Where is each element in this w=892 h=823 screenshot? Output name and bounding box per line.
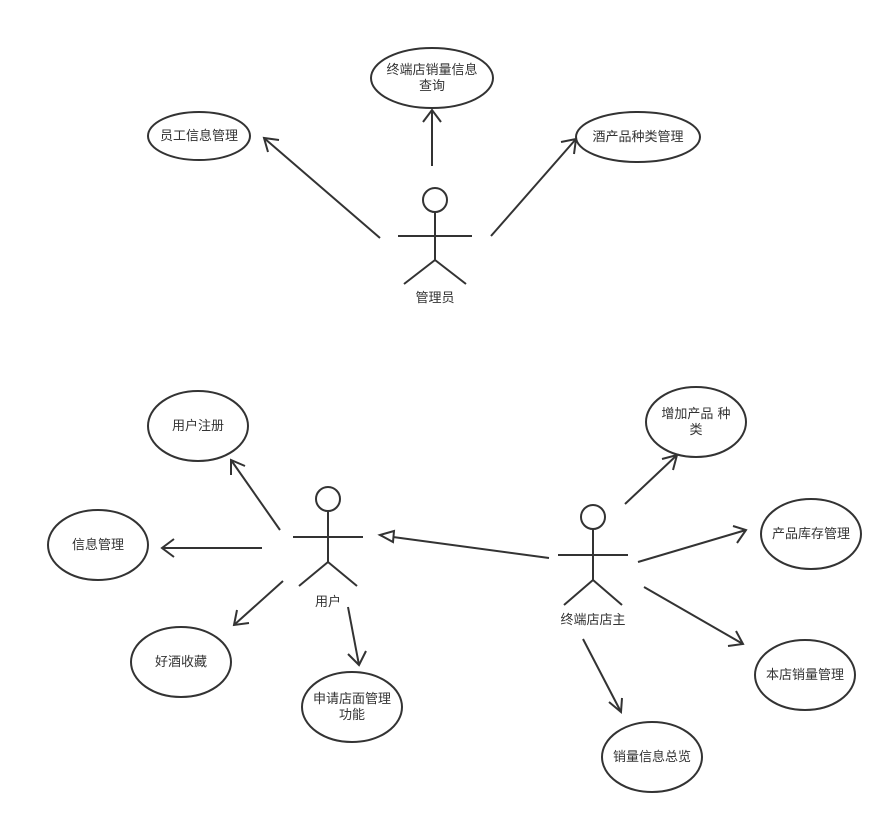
actor-admin: 管理员 (398, 187, 472, 306)
usecase-label: 本店销量管理 (766, 668, 844, 683)
usecase-wine-category: 酒产品种类管理 (575, 111, 701, 163)
actor-owner: 终端店店主 (558, 504, 628, 628)
actor-head (315, 486, 341, 512)
usecase-label: 信息管理 (72, 537, 124, 553)
usecase-store-sales: 本店销量管理 (754, 639, 856, 711)
usecase-inventory: 产品库存管理 (760, 498, 862, 570)
association-arrow (232, 580, 284, 627)
usecase-label: 类 (689, 423, 702, 438)
association-arrow (347, 606, 367, 667)
usecase-label: 用户注册 (172, 418, 224, 434)
generalization-arrow (377, 529, 550, 559)
association-arrow (490, 137, 578, 237)
usecase-label: 酒产品种类管理 (592, 130, 683, 145)
association-arrow (643, 586, 745, 647)
association-arrow (160, 538, 262, 558)
association-arrow (637, 525, 748, 563)
association-arrow (624, 453, 679, 505)
usecase-label: 员工信息管理 (160, 128, 238, 144)
usecase-label: 终端店销量信息 (386, 62, 477, 78)
usecase-apply-store: 申请店面管理 功能 (301, 671, 403, 743)
usecase-terminal-sales-query: 终端店销量信息 查询 (370, 47, 494, 109)
usecase-add-category: 增加产品 种 类 (645, 386, 747, 458)
usecase-label: 功能 (339, 708, 365, 723)
usecase-label: 销量信息总览 (613, 749, 691, 765)
actor-label: 终端店店主 (560, 612, 625, 628)
actor-label: 用户 (315, 594, 341, 610)
usecase-label: 产品库存管理 (772, 526, 850, 542)
usecase-label: 好酒收藏 (155, 655, 207, 670)
usecase-employee-info: 员工信息管理 (147, 111, 251, 161)
actor-head (422, 187, 448, 213)
usecase-label: 查询 (419, 79, 445, 94)
actor-head (580, 504, 606, 530)
association-arrow (422, 108, 442, 166)
association-arrow (582, 638, 623, 715)
usecase-label: 申请店面管理 (313, 692, 391, 707)
association-arrow (262, 136, 381, 239)
usecase-info-manage: 信息管理 (47, 509, 149, 581)
usecase-wine-fav: 好酒收藏 (130, 626, 232, 698)
actor-user: 用户 (293, 486, 363, 610)
usecase-sales-overview: 销量信息总览 (601, 721, 703, 793)
association-arrow (230, 458, 281, 531)
usecase-label: 增加产品 种 (661, 407, 730, 422)
usecase-user-register: 用户注册 (147, 390, 249, 462)
actor-label: 管理员 (415, 291, 454, 306)
